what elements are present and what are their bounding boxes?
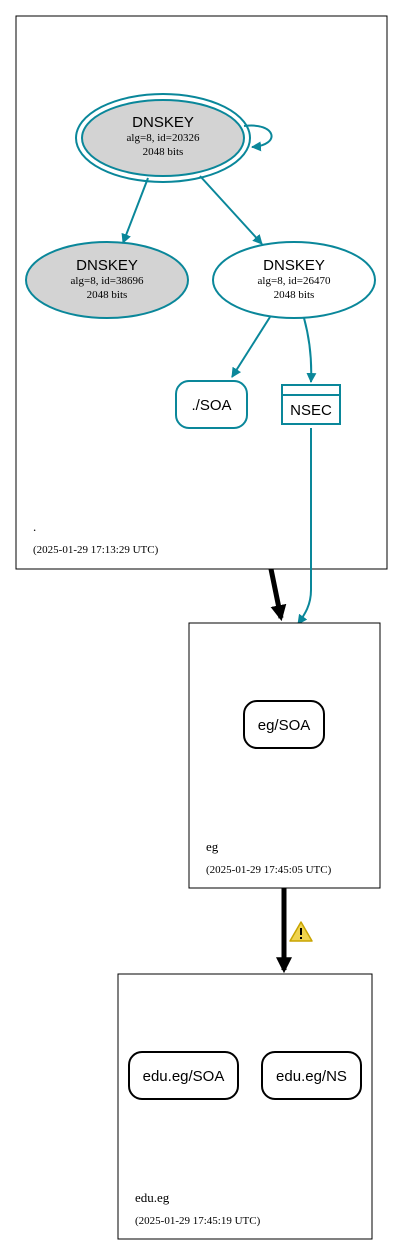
root-soa-node[interactable]: ./SOA — [175, 380, 248, 429]
edge-26470-to-nsec — [303, 317, 317, 383]
eg-soa-node[interactable]: eg/SOA — [243, 700, 325, 749]
edu-eg-ns-node-shape — [261, 1051, 362, 1100]
dnskey-node-38696-shape — [25, 241, 189, 319]
dnskey-node-20326-alg: alg=8, id=20326 — [127, 132, 200, 144]
dnskey-node-38696-alg: alg=8, id=38696 — [71, 275, 144, 287]
edu-eg-soa-label: edu.eg/SOA — [143, 1068, 225, 1085]
dnskey-node-20326-bits: 2048 bits — [143, 146, 184, 158]
dnskey-node-38696-bits: 2048 bits — [87, 289, 128, 301]
dnskey-node-26470-title: DNSKEY — [263, 257, 325, 274]
dnskey-node-38696-title: DNSKEY — [76, 257, 138, 274]
root-nsec-node[interactable]: NSEC — [281, 384, 341, 425]
edu-eg-ns-label: edu.eg/NS — [276, 1068, 347, 1085]
warning-mark-dot — [300, 937, 302, 939]
eg-soa-label: eg/SOA — [258, 717, 311, 734]
edge-26470-to-root-soa — [231, 316, 271, 378]
dnskey-node-26470-bits: 2048 bits — [274, 289, 315, 301]
warning-mark-bar — [300, 928, 302, 935]
zone-eg-box — [188, 622, 381, 889]
dnskey-node-26470-alg: alg=8, id=26470 — [258, 275, 331, 287]
zone-edu-eg-box — [117, 973, 373, 1240]
edge-20326-to-38696 — [121, 177, 149, 244]
dnskey-node-20326-inner — [81, 99, 245, 177]
dnskey-node-38696[interactable]: DNSKEY alg=8, id=38696 2048 bits — [25, 241, 189, 319]
edge-20326-to-26470 — [199, 175, 263, 245]
root-nsec-node-shape — [281, 384, 341, 425]
edu-eg-soa-node-shape — [128, 1051, 239, 1100]
root-nsec-label: NSEC — [290, 402, 332, 419]
delegation-root-to-eg — [268, 568, 287, 622]
edge-nsec-to-eg — [297, 428, 312, 625]
zone-root-name: . — [33, 519, 36, 534]
root-soa-label: ./SOA — [191, 397, 231, 414]
edge-self-loop-20326 — [243, 124, 273, 152]
zone-root-timestamp: (2025-01-29 17:13:29 UTC) — [33, 544, 159, 556]
zone-edu-eg-name: edu.eg — [135, 1190, 170, 1205]
zone-eg: eg (2025-01-29 17:45:05 UTC) — [188, 622, 381, 889]
edu-eg-ns-node[interactable]: edu.eg/NS — [261, 1051, 362, 1100]
zone-edu-eg: edu.eg (2025-01-29 17:45:19 UTC) — [117, 973, 373, 1240]
zone-edu-eg-timestamp: (2025-01-29 17:45:19 UTC) — [135, 1215, 261, 1227]
dnskey-node-20326-title: DNSKEY — [132, 114, 194, 131]
warning-triangle-icon[interactable] — [289, 921, 313, 942]
zone-eg-name: eg — [206, 839, 219, 854]
edu-eg-soa-node[interactable]: edu.eg/SOA — [128, 1051, 239, 1100]
dnskey-node-20326[interactable]: DNSKEY alg=8, id=20326 2048 bits — [75, 93, 251, 183]
dnskey-node-26470[interactable]: DNSKEY alg=8, id=26470 2048 bits — [212, 241, 376, 319]
zone-eg-timestamp: (2025-01-29 17:45:05 UTC) — [206, 864, 332, 876]
dnskey-node-26470-shape — [212, 241, 376, 319]
root-soa-node-shape — [175, 380, 248, 429]
eg-soa-node-shape — [243, 700, 325, 749]
